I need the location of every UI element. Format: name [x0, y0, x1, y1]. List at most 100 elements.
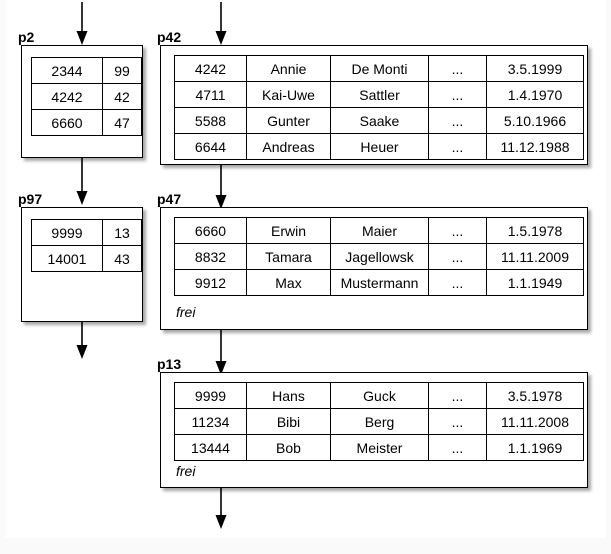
row-first-name: Annie: [246, 55, 331, 82]
index-pointer: 13: [102, 219, 142, 246]
row-last-name: Saake: [330, 107, 429, 134]
row-id: 13444: [174, 434, 247, 461]
row-ellipsis: ...: [428, 55, 487, 82]
index-key: 4242: [31, 83, 103, 110]
row-last-name: Heuer: [330, 133, 429, 160]
table-row[interactable]: 6660 47: [31, 109, 142, 136]
row-first-name: Bibi: [246, 408, 331, 435]
row-id: 5588: [174, 107, 247, 134]
diagram-canvas: p2 2344 99 4242 42 6660 47 p42: [5, 0, 606, 538]
row-date: 3.5.1978: [486, 382, 584, 409]
table-row[interactable]: 6660 Erwin Maier ... 1.5.1978: [174, 217, 584, 244]
row-last-name: Maier: [330, 217, 429, 244]
row-date: 11.12.1988: [486, 133, 584, 160]
table-row[interactable]: 9912 Max Mustermann ... 1.1.1949: [174, 269, 584, 296]
row-last-name: Sattler: [330, 81, 429, 108]
row-date: 5.10.1966: [486, 107, 584, 134]
row-first-name: Tamara: [246, 243, 331, 270]
arrow-p13-down: [214, 487, 228, 530]
row-date: 11.11.2009: [486, 243, 584, 270]
arrow-into-p42: [214, 2, 228, 46]
index-node-p2[interactable]: 2344 99 4242 42 6660 47: [21, 45, 143, 158]
index-key: 9999: [31, 219, 103, 246]
row-first-name: Bob: [246, 434, 331, 461]
index-key: 2344: [31, 57, 103, 84]
free-space-label-p13: frei: [176, 463, 196, 479]
index-node-p97[interactable]: 9999 13 14001 43: [21, 207, 143, 322]
row-last-name: Mustermann: [330, 269, 429, 296]
table-row[interactable]: 8832 Tamara Jagellowsk ... 11.11.2009: [174, 243, 584, 270]
table-row[interactable]: 6644 Andreas Heuer ... 11.12.1988: [174, 133, 584, 160]
table-row[interactable]: 5588 Gunter Saake ... 5.10.1966: [174, 107, 584, 134]
free-space-label-p47: frei: [176, 304, 196, 320]
node-label-p47: p47: [157, 191, 182, 207]
row-first-name: Erwin: [246, 217, 331, 244]
row-first-name: Gunter: [246, 107, 331, 134]
arrow-into-p2: [75, 2, 89, 46]
data-node-p47[interactable]: 6660 Erwin Maier ... 1.5.1978 8832 Tamar…: [160, 207, 588, 330]
row-date: 11.11.2008: [486, 408, 584, 435]
row-last-name: Meister: [330, 434, 429, 461]
arrow-p47-to-p13: [214, 330, 228, 376]
row-first-name: Andreas: [246, 133, 331, 160]
table-row[interactable]: 9999 13: [31, 219, 142, 246]
row-first-name: Max: [246, 269, 331, 296]
index-pointer: 43: [102, 245, 142, 272]
node-label-p13: p13: [157, 356, 182, 372]
row-id: 9912: [174, 269, 247, 296]
index-table-p2: 2344 99 4242 42 6660 47: [31, 57, 142, 136]
table-row[interactable]: 11234 Bibi Berg ... 11.11.2008: [174, 408, 584, 435]
row-id: 4242: [174, 55, 247, 82]
row-id: 8832: [174, 243, 247, 270]
table-row[interactable]: 14001 43: [31, 245, 142, 272]
row-date: 1.4.1970: [486, 81, 584, 108]
data-node-p13[interactable]: 9999 Hans Guck ... 3.5.1978 11234 Bibi B…: [160, 372, 588, 488]
arrow-p97-down: [75, 322, 89, 360]
table-row[interactable]: 2344 99: [31, 57, 142, 84]
table-row[interactable]: 13444 Bob Meister ... 1.1.1969: [174, 434, 584, 461]
data-node-p42[interactable]: 4242 Annie De Monti ... 3.5.1999 4711 Ka…: [160, 45, 588, 165]
row-id: 11234: [174, 408, 247, 435]
table-row[interactable]: 4711 Kai-Uwe Sattler ... 1.4.1970: [174, 81, 584, 108]
data-table-p47: 6660 Erwin Maier ... 1.5.1978 8832 Tamar…: [174, 217, 584, 296]
row-last-name: Jagellowsk: [330, 243, 429, 270]
arrow-p2-to-p97: [75, 158, 89, 206]
index-pointer: 47: [102, 109, 142, 136]
row-date: 1.1.1949: [486, 269, 584, 296]
node-label-p97: p97: [18, 191, 43, 207]
index-pointer: 99: [102, 57, 142, 84]
index-key: 14001: [31, 245, 103, 272]
row-last-name: Berg: [330, 408, 429, 435]
row-ellipsis: ...: [428, 133, 487, 160]
row-ellipsis: ...: [428, 382, 487, 409]
data-table-p42: 4242 Annie De Monti ... 3.5.1999 4711 Ka…: [174, 55, 584, 160]
row-ellipsis: ...: [428, 217, 487, 244]
data-table-p13: 9999 Hans Guck ... 3.5.1978 11234 Bibi B…: [174, 382, 584, 461]
table-row[interactable]: 4242 42: [31, 83, 142, 110]
arrow-p42-to-p47: [214, 165, 228, 210]
row-ellipsis: ...: [428, 269, 487, 296]
table-row[interactable]: 9999 Hans Guck ... 3.5.1978: [174, 382, 584, 409]
row-ellipsis: ...: [428, 81, 487, 108]
index-table-p97: 9999 13 14001 43: [31, 219, 142, 272]
node-label-p42: p42: [157, 29, 182, 45]
row-last-name: Guck: [330, 382, 429, 409]
row-ellipsis: ...: [428, 107, 487, 134]
row-date: 1.1.1969: [486, 434, 584, 461]
row-ellipsis: ...: [428, 243, 487, 270]
table-row[interactable]: 4242 Annie De Monti ... 3.5.1999: [174, 55, 584, 82]
row-id: 4711: [174, 81, 247, 108]
row-id: 6660: [174, 217, 247, 244]
row-ellipsis: ...: [428, 408, 487, 435]
node-label-p2: p2: [18, 29, 35, 45]
row-ellipsis: ...: [428, 434, 487, 461]
index-pointer: 42: [102, 83, 142, 110]
index-key: 6660: [31, 109, 103, 136]
row-first-name: Hans: [246, 382, 331, 409]
row-date: 3.5.1999: [486, 55, 584, 82]
row-last-name: De Monti: [330, 55, 429, 82]
row-id: 9999: [174, 382, 247, 409]
row-id: 6644: [174, 133, 247, 160]
row-first-name: Kai-Uwe: [246, 81, 331, 108]
row-date: 1.5.1978: [486, 217, 584, 244]
